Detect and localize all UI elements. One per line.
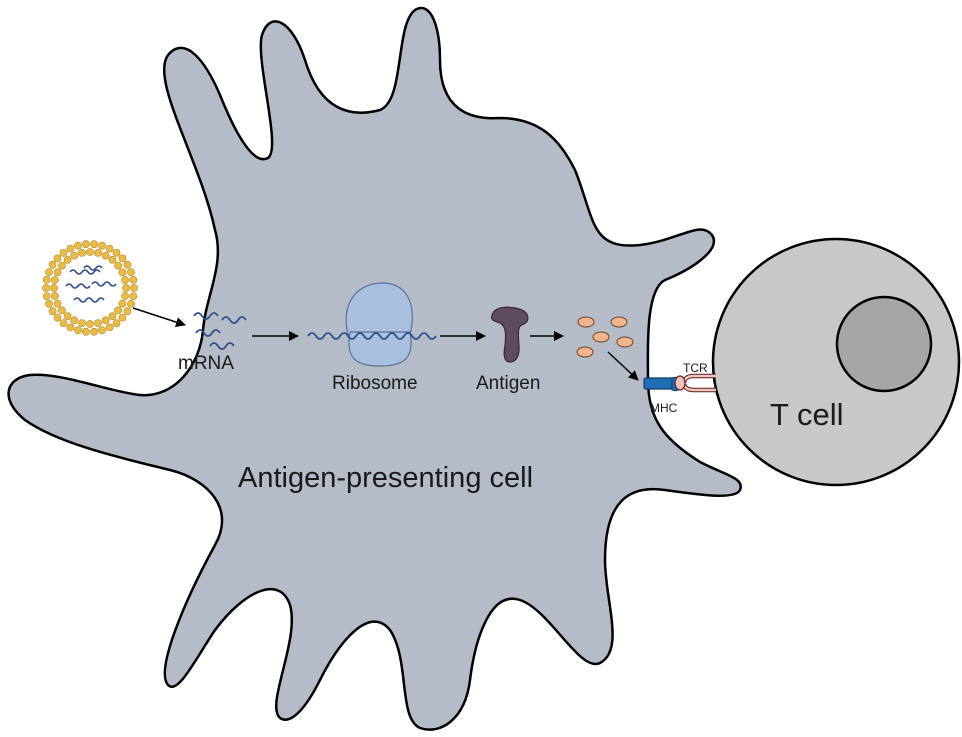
lipid-head	[114, 261, 122, 270]
lipid-head	[130, 284, 138, 292]
lipid-head	[70, 251, 79, 260]
label-tcr: TCR	[683, 361, 708, 375]
lipid-head	[94, 248, 102, 257]
lipid-head	[129, 275, 138, 284]
lipid-head	[78, 319, 86, 327]
released-mrna	[193, 312, 247, 350]
lipid-head	[42, 292, 51, 300]
lipid-head	[48, 307, 57, 316]
label-antigen-presenting-cell: Antigen-presenting cell	[238, 462, 533, 494]
lipid-head	[66, 323, 75, 332]
lipid-head	[53, 313, 62, 322]
lipid-head	[101, 316, 110, 325]
lipid-head	[53, 268, 62, 277]
tcr-molecule	[674, 373, 716, 393]
lipid-head	[112, 248, 121, 257]
lipid-head	[86, 320, 94, 328]
lipid-head	[53, 299, 62, 308]
lipid-head	[48, 260, 57, 269]
lipid-nanoparticle	[42, 240, 138, 336]
label-ribosome: Ribosome	[332, 373, 418, 394]
ribosome-mrna-strand	[307, 332, 437, 340]
lipid-head	[98, 326, 106, 335]
label-mrna: mRNA	[178, 353, 234, 374]
lipid-head	[108, 255, 117, 264]
lipid-head	[51, 292, 59, 300]
peptide	[610, 316, 628, 328]
lipid-head	[94, 319, 102, 327]
lipid-head	[66, 244, 75, 253]
lipid-head	[123, 307, 132, 316]
lipid-head	[45, 299, 53, 308]
peptide	[577, 316, 595, 328]
lipid-head	[58, 306, 66, 315]
lipid-head	[51, 276, 59, 284]
lipid-head	[42, 284, 50, 292]
lipid-head	[45, 268, 53, 276]
lipid-head	[50, 284, 58, 292]
antigen-presenting-cell-body	[7, 6, 742, 731]
lipid-head	[114, 306, 122, 315]
peptide	[616, 336, 634, 348]
lipid-head	[121, 276, 129, 284]
lipid-head	[90, 240, 98, 249]
lipid-head	[90, 327, 98, 336]
arrow-presentation	[607, 351, 639, 381]
lipid-head	[121, 292, 129, 300]
lipid-head	[58, 261, 66, 270]
lipid-head	[86, 248, 94, 256]
arrow-uptake	[132, 307, 186, 327]
lipid-head	[59, 248, 68, 257]
lipid-head	[127, 268, 135, 276]
lipid-head	[105, 244, 114, 253]
antigen-protein	[491, 306, 529, 363]
lipid-head	[42, 275, 51, 284]
antigen-peptides	[576, 316, 634, 358]
lipid-head	[123, 260, 132, 269]
lipid-head	[82, 327, 90, 336]
lipid-head	[82, 240, 90, 249]
lipid-head	[118, 313, 127, 322]
lipid-head	[122, 284, 130, 292]
peptide	[576, 346, 594, 358]
peptide	[592, 331, 610, 343]
lipid-head	[127, 299, 135, 308]
mrna-in-nanoparticle	[65, 265, 117, 303]
lipid-head	[118, 268, 127, 277]
label-mhc: MHC	[650, 401, 678, 415]
lipid-head	[63, 255, 72, 264]
lipid-head	[74, 241, 82, 250]
lipid-head	[112, 319, 121, 327]
t-cell-nucleus	[835, 295, 933, 393]
lipid-head	[63, 312, 72, 320]
lipid-head	[59, 319, 68, 327]
lipid-head	[74, 326, 82, 335]
lipid-head	[101, 251, 110, 260]
lipid-head	[98, 241, 106, 250]
lipid-head	[105, 323, 114, 332]
lipid-head	[108, 312, 117, 320]
lipid-head	[118, 254, 127, 263]
label-antigen: Antigen	[476, 373, 540, 394]
lipid-head	[70, 316, 79, 325]
lipid-head	[53, 254, 62, 263]
lipid-head	[129, 292, 138, 300]
lipid-head	[118, 299, 127, 308]
lipid-head	[78, 248, 86, 257]
label-t-cell: T cell	[770, 397, 844, 432]
ribosome	[345, 282, 413, 367]
